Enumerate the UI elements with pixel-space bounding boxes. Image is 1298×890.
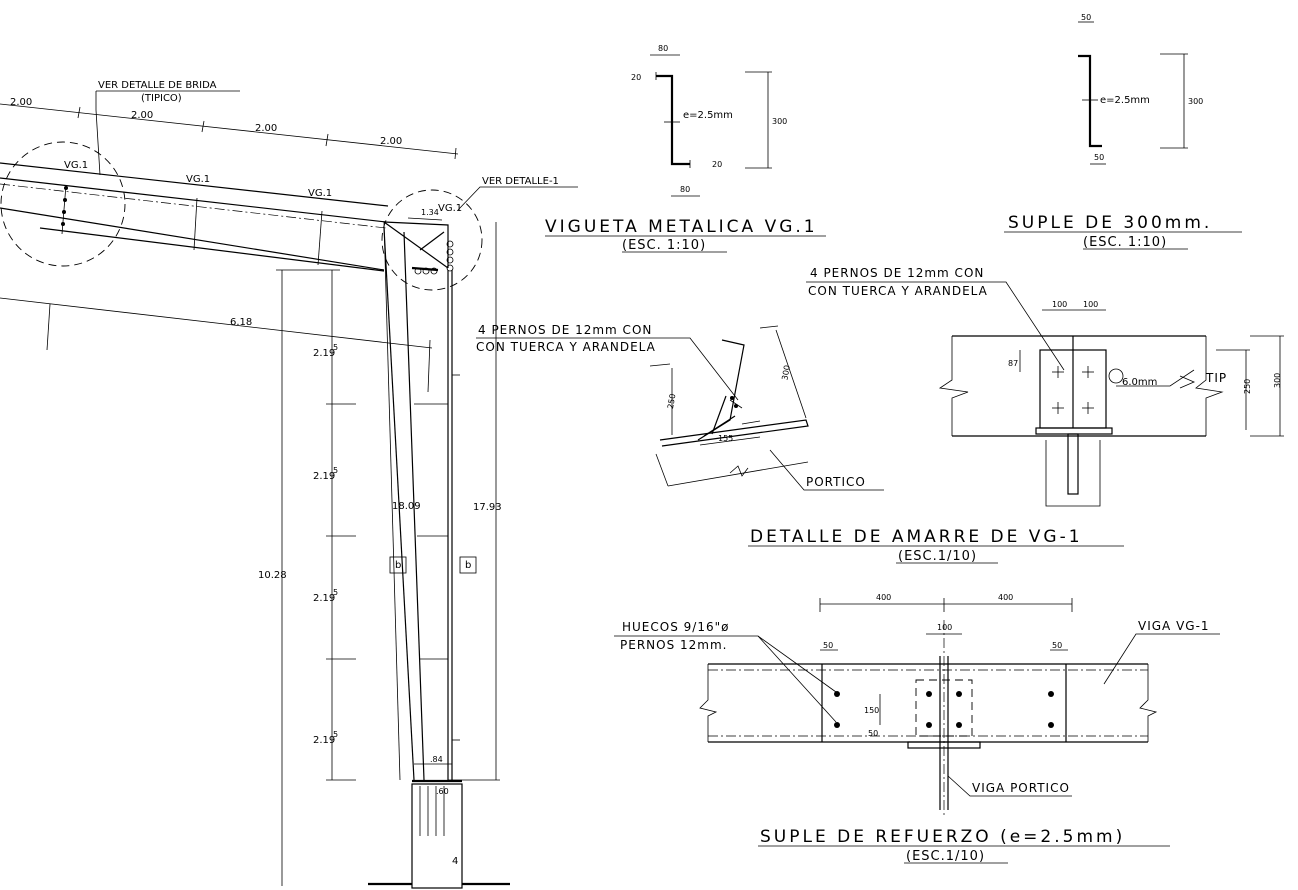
section-mark-left: b (395, 560, 401, 571)
suple-scale: (ESC. 1:10) (1083, 235, 1167, 250)
note-ver-detalle-brida: VER DETALLE DE BRIDA (98, 80, 217, 91)
dim-1793: 17.93 (473, 502, 502, 513)
stud-dim-2: 2.19 (313, 471, 335, 482)
iso-bolts-line1: 4 PERNOS DE 12mm CON (478, 323, 652, 337)
stud-dim-1: 2.19 (313, 348, 335, 359)
dim-top-2: 2.00 (131, 110, 153, 121)
ref-holes-line2: PERNOS 12mm. (620, 638, 727, 652)
det-bolts-line2: CON TUERCA Y ARANDELA (808, 284, 988, 298)
suple-dim-bottom: 50 (1094, 153, 1104, 162)
amarre-isometric: 4 PERNOS DE 12mm CON CON TUERCA Y ARANDE… (476, 323, 884, 491)
ref-title: SUPLE DE REFUERZO (e=2.5mm) (760, 827, 1125, 847)
suple-thickness: e=2.5mm (1100, 95, 1150, 106)
dim-top-1: 2.00 (10, 97, 32, 108)
connection-bolts (414, 240, 454, 275)
det-dim-100b: 100 (1083, 300, 1098, 309)
ref-dim-100: 100 (937, 623, 952, 632)
amarre-detail: 4 PERNOS DE 12mm CON CON TUERCA Y ARANDE… (748, 266, 1284, 564)
iso-bolts-line2: CON TUERCA Y ARANDELA (476, 340, 656, 354)
stud-dim-2-sup: 5 (333, 466, 338, 475)
stud-dim-3-sup: 5 (333, 588, 338, 597)
suple-height: 300 (1188, 97, 1203, 106)
stud-dim-1-sup: 5 (333, 343, 338, 352)
note-ver-detalle-1: VER DETALLE-1 (482, 176, 559, 187)
ref-dim-50b: 50 (1052, 641, 1062, 650)
det-tip: TIP (1205, 371, 1227, 385)
vg-label-1: VG.1 (64, 160, 88, 171)
suple-dim-top: 50 (1081, 13, 1091, 22)
dim-60: .60 (436, 787, 449, 796)
suple-300-section: 50 e=2.5mm 50 300 SUPLE DE 300mm. (ESC. … (1004, 13, 1242, 250)
vig-dim-bottom: 80 (680, 185, 690, 194)
ref-dim-50c: 50 (868, 729, 878, 738)
det-weld: 6.0mm (1122, 377, 1157, 388)
ref-viga-vg1: VIGA VG-1 (1138, 619, 1210, 633)
amarre-bolt-holes (1052, 366, 1094, 414)
refuerzo-bolt-holes (834, 691, 1054, 728)
ref-viga-portico: VIGA PORTICO (972, 781, 1070, 795)
det-title: DETALLE DE AMARRE DE VG-1 (750, 527, 1083, 547)
ref-scale: (ESC.1/10) (906, 849, 985, 864)
det-dim-250: 250 (1243, 379, 1252, 394)
vg-label-4: VG.1 (438, 203, 462, 214)
iso-dim-155: 155 (718, 434, 733, 443)
iso-dim-300: 300 (780, 364, 792, 381)
vig-title: VIGUETA METALICA VG.1 (545, 217, 818, 237)
vig-lip-bottom: 20 (712, 160, 722, 169)
det-dim-87: 87 (1008, 359, 1018, 368)
dim-top-3: 2.00 (255, 123, 277, 134)
dim-top-4: 2.00 (380, 136, 402, 147)
dim-618: 6.18 (230, 317, 252, 328)
stud-dim-4-sup: 5 (333, 730, 338, 739)
dim-1028: 10.28 (258, 570, 287, 581)
note-tipico: (TIPICO) (141, 93, 182, 104)
det-bolts-line1: 4 PERNOS DE 12mm CON (810, 266, 984, 280)
det-dim-300: 300 (1273, 373, 1282, 388)
vigueta-section: 80 20 e=2.5mm 20 80 300 VIGUETA METALICA… (545, 44, 826, 253)
vg-label-3: VG.1 (308, 188, 332, 199)
iso-portico: PORTICO (806, 475, 866, 489)
suple-title: SUPLE DE 300mm. (1008, 213, 1212, 233)
vig-dim-top: 80 (658, 44, 668, 53)
ref-dim-50a: 50 (823, 641, 833, 650)
portal-frame-elevation: 2.00 2.00 2.00 2.00 VER DETALLE DE BRIDA… (0, 80, 578, 889)
vig-thickness: e=2.5mm (683, 110, 733, 121)
stud-dim-4: 2.19 (313, 735, 335, 746)
stud-dim-3: 2.19 (313, 593, 335, 604)
det-scale: (ESC.1/10) (898, 549, 977, 564)
ref-dim-150: 150 (864, 706, 879, 715)
det-dim-100a: 100 (1052, 300, 1067, 309)
vg-label-2: VG.1 (186, 174, 210, 185)
dim-1809: 18.09 (392, 501, 421, 512)
ref-dim-400b: 400 (998, 593, 1013, 602)
ref-holes-line1: HUECOS 9/16"ø (622, 620, 729, 634)
dim-84: .84 (430, 755, 443, 764)
suple-refuerzo: 400 400 100 50 50 HUECOS 9/16"ø PERNOS 1… (614, 593, 1220, 864)
dim-134: 1.34 (421, 208, 439, 217)
vig-lip-top: 20 (631, 73, 641, 82)
vig-height: 300 (772, 117, 787, 126)
section-mark-right: b (465, 560, 471, 571)
ref-dim-400a: 400 (876, 593, 891, 602)
base-mark: 4 (452, 856, 458, 867)
iso-dim-250: 250 (666, 393, 678, 410)
vig-scale: (ESC. 1:10) (622, 238, 706, 253)
